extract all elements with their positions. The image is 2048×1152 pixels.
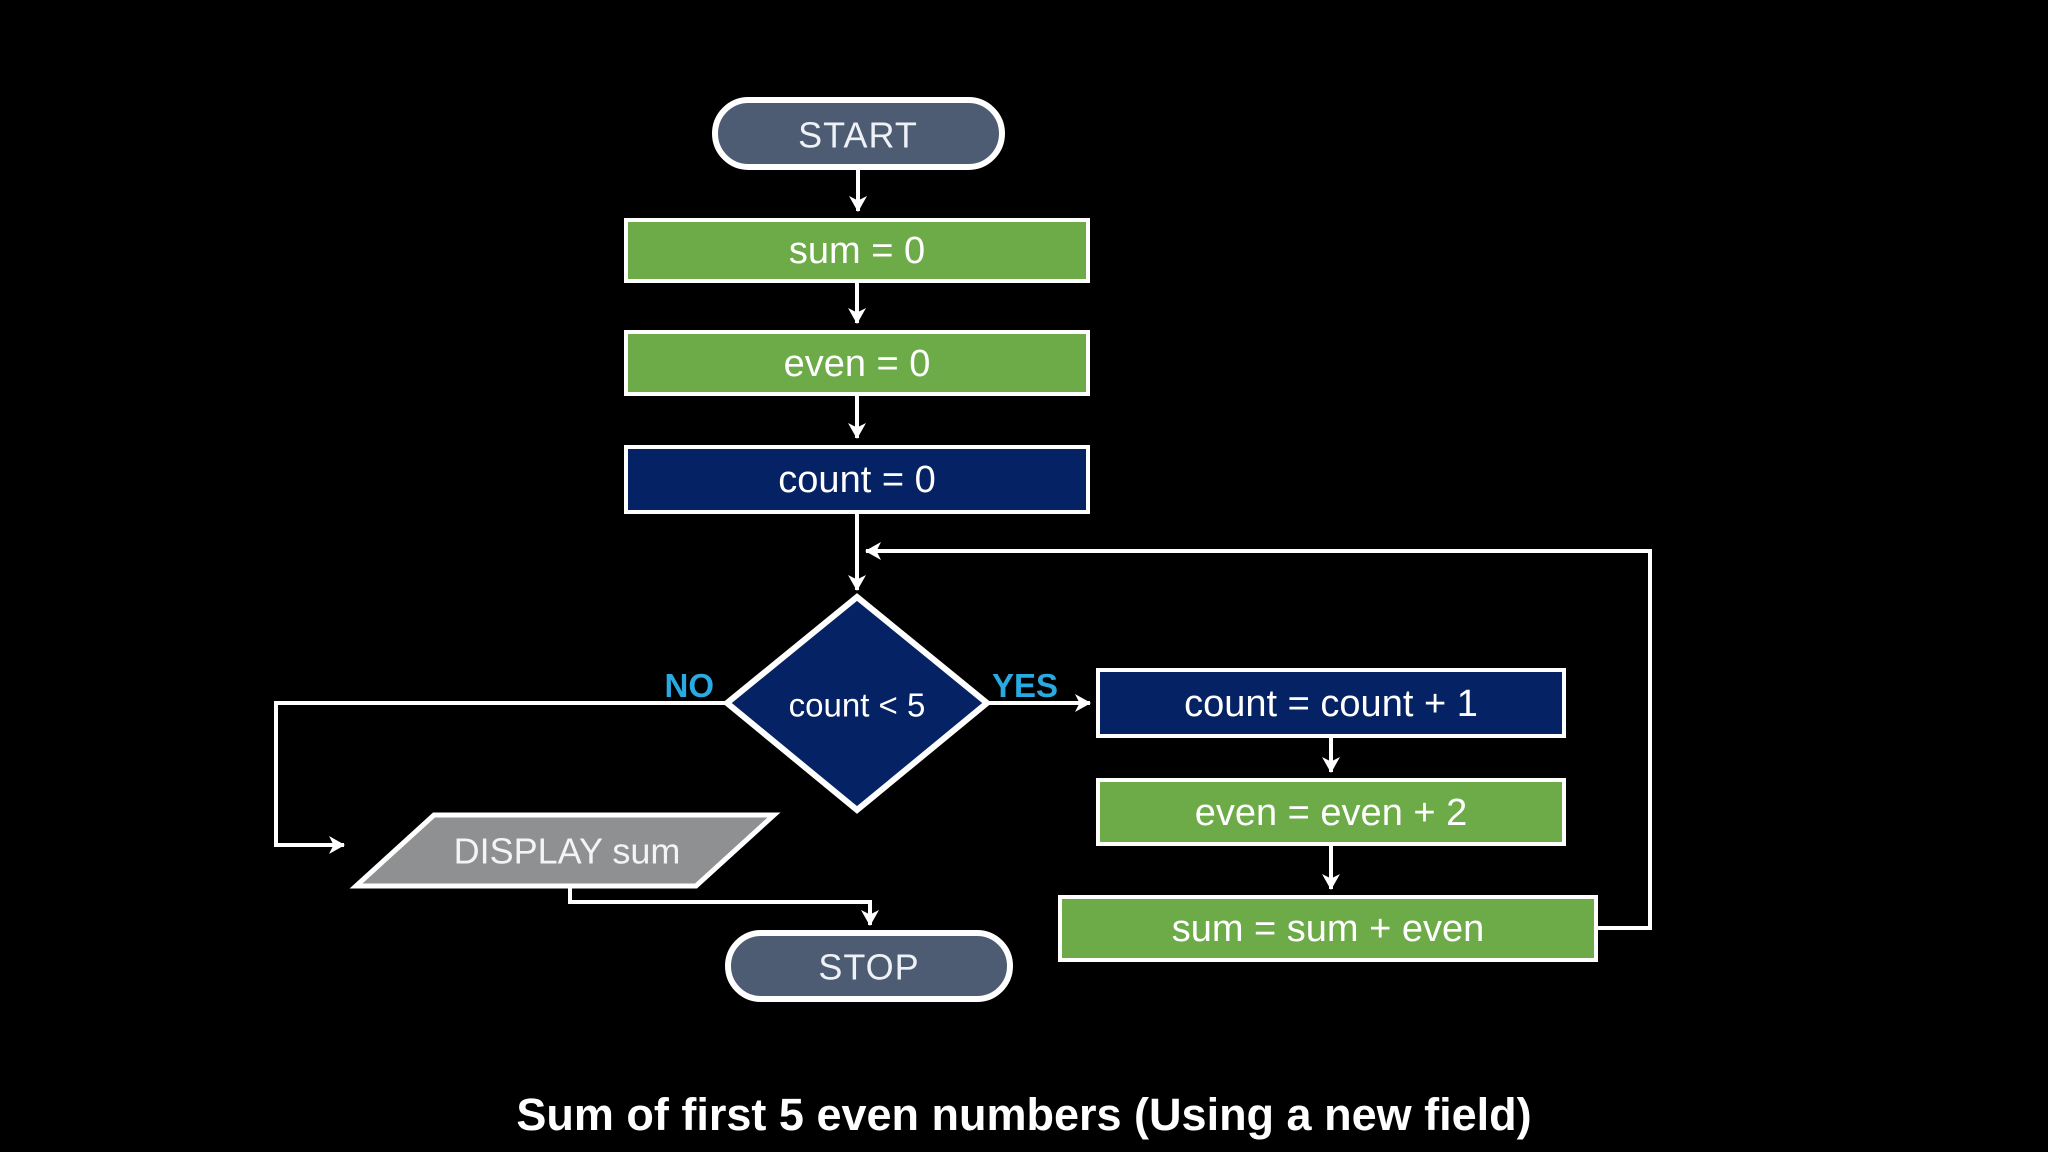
flow-nodes: START sum = 0 even = 0 count = 0 count <… (349, 97, 1598, 1002)
node-init-count: count = 0 (624, 445, 1090, 514)
init-sum-process-shape (624, 218, 1090, 283)
inc-even-label: even = even + 2 (1195, 792, 1468, 834)
init-even-label: even = 0 (784, 343, 931, 385)
inc-even-process-shape (1096, 778, 1566, 846)
stop-label: STOP (818, 947, 919, 988)
arrow-no-branch (274, 701, 727, 854)
yes-branch-label: YES (992, 667, 1058, 704)
start-terminator-shape (712, 97, 1005, 170)
init-count-process-shape (624, 445, 1090, 514)
inc-count-process-shape (1096, 668, 1566, 738)
node-decision: count < 5 (722, 593, 992, 814)
arrow-display-to-stop (568, 886, 879, 926)
init-sum-label: sum = 0 (789, 230, 925, 272)
node-stop: STOP (725, 930, 1013, 1002)
decision-diamond-shape (722, 593, 992, 814)
acc-sum-label: sum = sum + even (1172, 908, 1485, 950)
no-branch-label: NO (665, 667, 715, 704)
init-even-process-shape (624, 330, 1090, 396)
acc-sum-process-shape (1058, 895, 1598, 962)
node-inc-even: even = even + 2 (1096, 778, 1566, 846)
node-acc-sum: sum = sum + even (1058, 895, 1598, 962)
node-init-even: even = 0 (624, 330, 1090, 396)
display-label: DISPLAY sum (454, 831, 681, 872)
stop-terminator-shape (725, 930, 1013, 1002)
init-count-label: count = 0 (778, 459, 935, 501)
flow-connectors (274, 167, 1652, 930)
display-io-shape (349, 812, 781, 889)
node-start: START (712, 97, 1005, 170)
arrow-loopback (865, 542, 1652, 930)
node-display: DISPLAY sum (349, 812, 781, 889)
node-init-sum: sum = 0 (624, 218, 1090, 283)
chart-title: Sum of first 5 even numbers (Using a new… (516, 1089, 1531, 1140)
start-label: START (798, 115, 918, 156)
decision-label: count < 5 (789, 687, 926, 724)
inc-count-label: count = count + 1 (1184, 683, 1478, 725)
node-inc-count: count = count + 1 (1096, 668, 1566, 738)
